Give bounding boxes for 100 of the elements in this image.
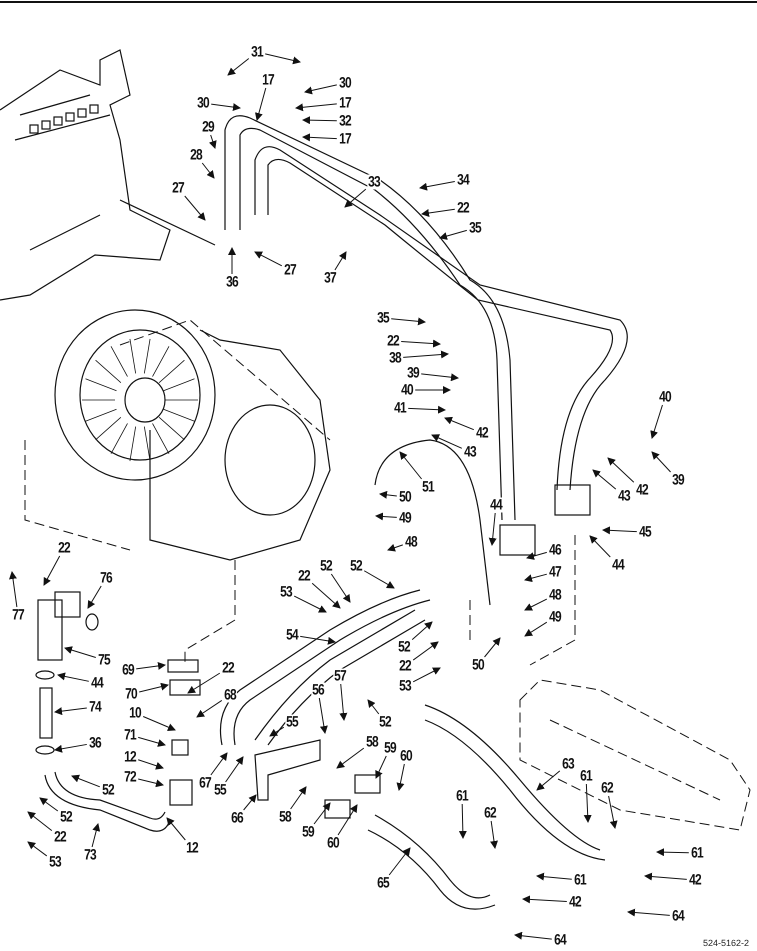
leader-line (39, 797, 58, 812)
callout-number: 59 (383, 740, 397, 756)
leader-line (414, 386, 451, 394)
callout-number: 33 (367, 174, 381, 190)
callout-number: 22 (53, 830, 67, 844)
leader-line (399, 451, 422, 480)
callout-number: 36 (88, 736, 102, 750)
callout-number: 30 (338, 76, 352, 90)
leader-line (656, 848, 690, 856)
callout-number: 12 (123, 750, 137, 764)
leader-line (379, 490, 398, 499)
leader-line (400, 340, 441, 348)
callout-number: 35 (468, 220, 482, 236)
callout-number: 56 (311, 682, 325, 698)
leader-line (490, 820, 498, 849)
leader-line (57, 672, 90, 682)
callout-number: 53 (398, 678, 412, 694)
leader-line (444, 416, 474, 430)
callout-number: 69 (121, 662, 135, 678)
callout-number: 45 (638, 524, 652, 540)
leader-line (44, 556, 60, 586)
leader-line (138, 736, 166, 747)
callout-number: 52 (349, 558, 363, 574)
leader-line (524, 622, 548, 637)
callout-number: 65 (376, 876, 390, 890)
leader-line (589, 535, 611, 558)
leader-line (228, 247, 236, 274)
callout-number: 12 (185, 840, 199, 856)
callout-number: 32 (338, 114, 352, 128)
callout-number: 76 (99, 570, 113, 586)
callout-number: 72 (123, 770, 137, 784)
leader-line (336, 748, 364, 769)
callout-number: 39 (406, 366, 420, 380)
callout-number: 55 (213, 782, 227, 798)
callout-number: 27 (283, 262, 297, 278)
callout-number: 61 (455, 788, 469, 804)
callout-number: 42 (688, 872, 702, 888)
callout-number: 52 (319, 558, 333, 574)
callout-number: 22 (221, 660, 235, 676)
leader-line (318, 698, 328, 734)
leader-line (592, 469, 616, 490)
leader-line (302, 116, 338, 124)
callout-number: 52 (397, 640, 411, 654)
leader-line (330, 574, 351, 603)
leader-line (254, 252, 282, 266)
callout-number: 35 (376, 310, 390, 326)
leader-line (431, 434, 462, 449)
leader-line (388, 847, 411, 876)
callout-number: 42 (568, 894, 582, 910)
callout-number: 44 (489, 498, 503, 512)
leader-line (202, 162, 215, 179)
leader-line (584, 784, 592, 823)
leader-line (290, 786, 307, 810)
leader-line (412, 621, 433, 640)
leader-line (209, 134, 217, 149)
leader-line (138, 778, 164, 788)
callout-number: 40 (400, 382, 414, 398)
callout-number: 73 (83, 848, 97, 862)
leader-line (344, 188, 366, 208)
leader-line (264, 53, 301, 64)
leader-line (458, 804, 467, 839)
callout-number: 17 (261, 72, 275, 88)
leader-line (526, 552, 548, 560)
leader-line (522, 895, 568, 904)
callout-number: 22 (398, 658, 412, 674)
callout-number: 42 (635, 482, 649, 498)
leader-line (243, 794, 257, 810)
callout-number: 60 (399, 748, 413, 764)
callout-number: 42 (475, 426, 489, 440)
callout-number: 50 (398, 490, 412, 504)
leader-line (364, 570, 395, 588)
figure-number: 524-5162-2 (702, 938, 749, 948)
leader-line (187, 672, 220, 694)
callout-number: 60 (326, 836, 340, 850)
callout-number: 68 (223, 688, 237, 702)
leader-line (227, 58, 250, 76)
leader-line (339, 684, 348, 721)
callout-number: 34 (456, 172, 470, 188)
leader-line (375, 512, 398, 520)
leader-line (304, 84, 338, 94)
leader-line (196, 700, 222, 718)
callout-number: 22 (297, 568, 311, 584)
callout-number: 50 (471, 658, 485, 672)
leader-line (334, 251, 347, 270)
callout-number: 53 (48, 854, 62, 870)
callout-number: 46 (548, 542, 562, 558)
callout-number: 31 (250, 44, 264, 60)
leader-line (136, 662, 166, 670)
callout-number: 29 (201, 120, 215, 134)
callout-number: 17 (338, 96, 352, 110)
leader-line (408, 406, 446, 414)
callout-number: 64 (553, 932, 567, 948)
callout-number: 22 (386, 334, 400, 348)
callout-number: 47 (548, 564, 562, 580)
callout-number: 70 (124, 686, 138, 702)
leader-line (627, 908, 670, 917)
callout-number: 66 (230, 810, 244, 826)
callout-number: 77 (11, 608, 25, 622)
leader-line (302, 133, 338, 142)
callout-number: 49 (548, 610, 562, 624)
